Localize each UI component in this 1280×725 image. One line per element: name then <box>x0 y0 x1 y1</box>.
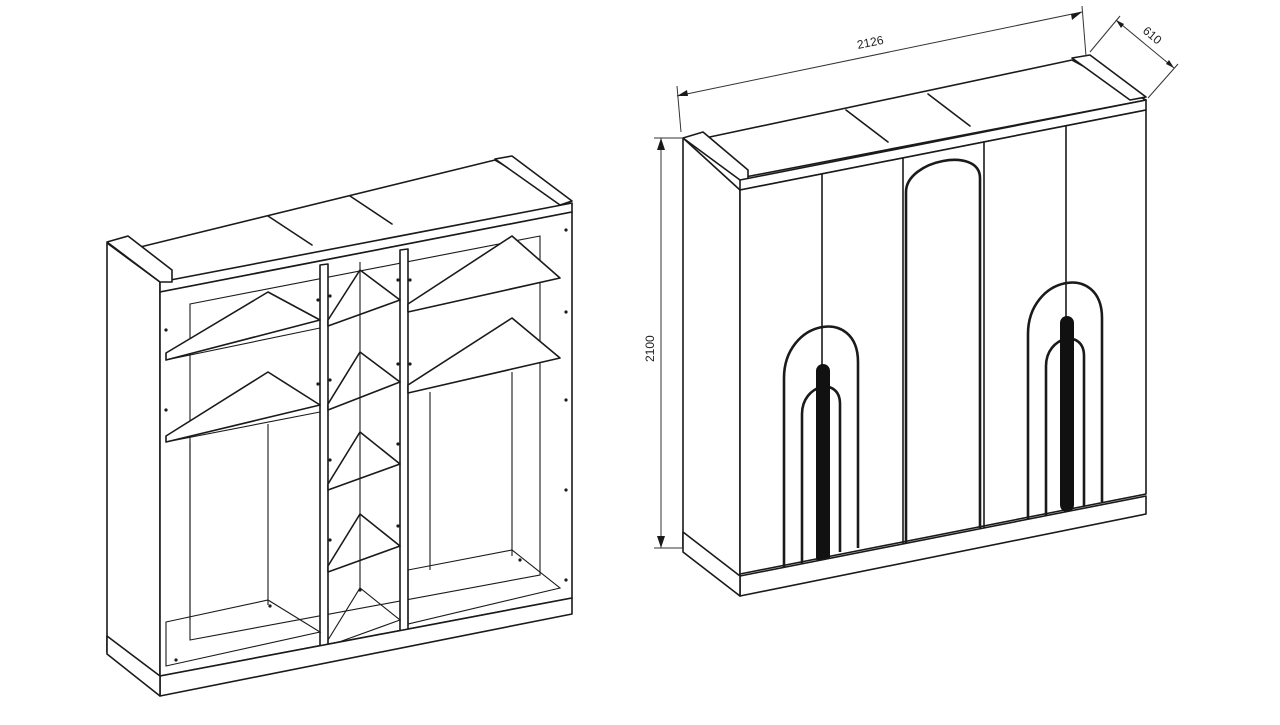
height-dimension: 2100 <box>643 137 682 549</box>
width-label: 2126 <box>856 33 885 52</box>
closed-wardrobe <box>682 54 1147 597</box>
right-door-handle[interactable] <box>1060 316 1074 512</box>
center-arch-panel <box>904 158 982 544</box>
shelf-mid-2 <box>327 351 401 411</box>
open-wardrobe-carcass <box>106 155 573 697</box>
shelf-mid-4 <box>327 513 401 573</box>
shelf-mid-1 <box>327 269 401 327</box>
divider-right <box>399 248 409 635</box>
left-door-handle[interactable] <box>816 364 830 564</box>
closed-side-panel <box>682 137 741 597</box>
shelf-left-2 <box>165 371 321 443</box>
left-arch-outer <box>782 325 860 568</box>
shelf-left-1 <box>165 291 321 361</box>
shelf-right-2 <box>407 317 561 394</box>
door-front <box>739 109 1147 575</box>
shelf-right-1 <box>407 235 561 313</box>
shelf-pin-holes <box>164 228 568 662</box>
divider-left <box>319 263 329 651</box>
left-side-panel <box>106 242 161 695</box>
height-label: 2100 <box>643 335 657 362</box>
right-arch-outer <box>1026 281 1104 520</box>
depth-label: 610 <box>1140 24 1165 48</box>
shelf-mid-3 <box>327 431 401 491</box>
width-dimension: 2126 <box>676 5 1087 133</box>
